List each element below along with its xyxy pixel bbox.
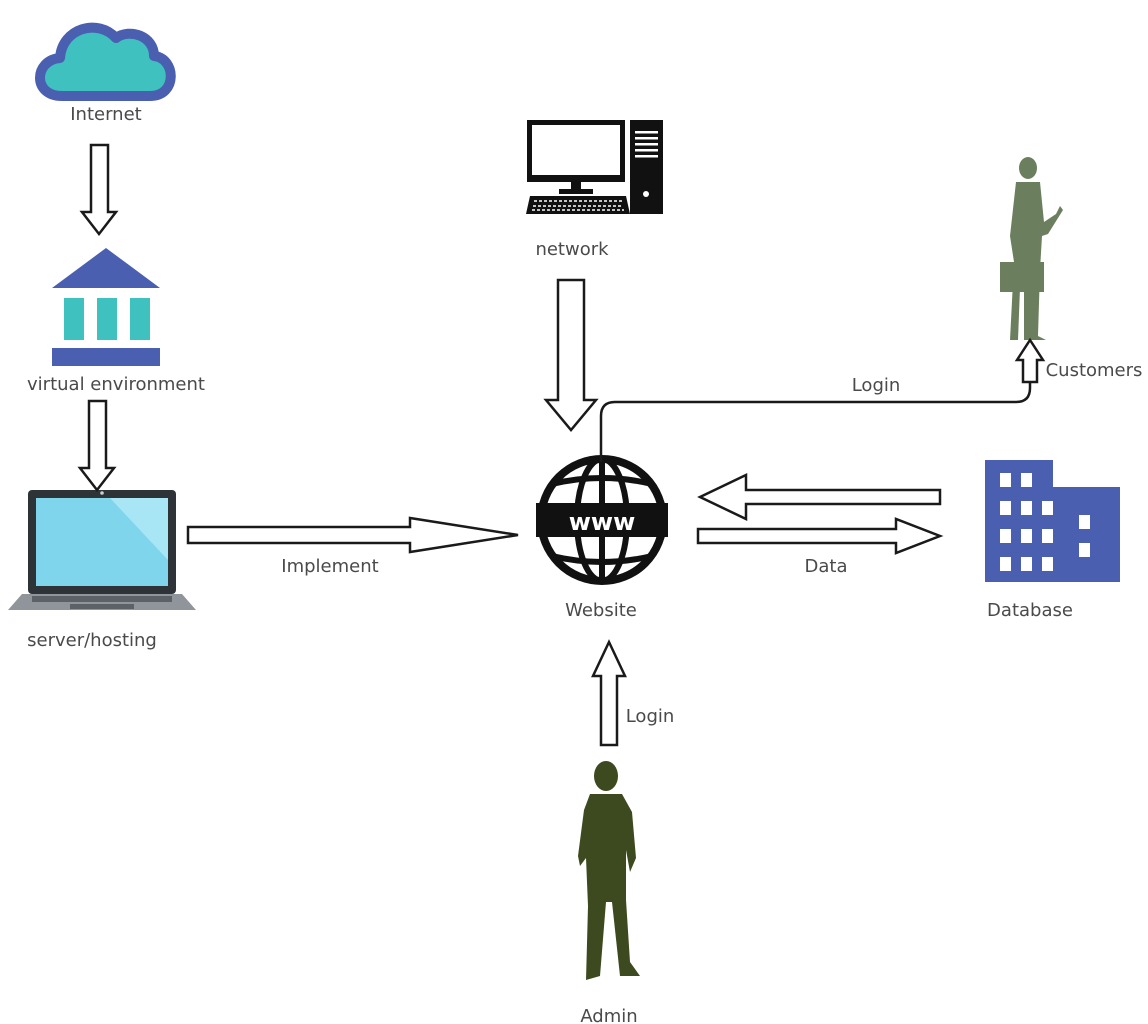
svg-text:www: www bbox=[569, 508, 636, 536]
label-server-hosting: server/hosting bbox=[27, 630, 157, 651]
arrow-website-to-database bbox=[696, 517, 944, 555]
label-data: Data bbox=[805, 556, 848, 577]
connector-customer-login bbox=[599, 382, 1032, 462]
label-customers: Customers bbox=[1046, 360, 1143, 381]
label-implement: Implement bbox=[281, 556, 378, 577]
office-building-icon bbox=[985, 460, 1120, 582]
label-admin: Admin bbox=[580, 1006, 637, 1024]
cloud-icon bbox=[35, 22, 176, 101]
label-internet: Internet bbox=[70, 104, 141, 125]
www-globe-icon: www bbox=[536, 455, 668, 585]
desktop-computer-icon bbox=[526, 120, 663, 214]
laptop-icon bbox=[8, 490, 196, 610]
label-website: Website bbox=[565, 600, 637, 621]
arrow-database-to-website bbox=[697, 473, 942, 521]
man-silhouette-icon bbox=[578, 761, 640, 980]
bank-building-icon bbox=[52, 248, 160, 366]
label-network: network bbox=[535, 239, 609, 260]
arrow-customer-login-head bbox=[1014, 337, 1046, 384]
label-virtual-environment: virtual environment bbox=[27, 374, 205, 395]
arrow-implement bbox=[186, 516, 519, 554]
arrow-network-to-website bbox=[543, 278, 599, 432]
arrow-virtual-environment-to-server bbox=[77, 399, 117, 493]
label-database: Database bbox=[987, 600, 1073, 621]
label-customer-login: Login bbox=[852, 375, 901, 396]
arrow-admin-login bbox=[591, 639, 627, 747]
label-admin-login: Login bbox=[626, 706, 675, 727]
businessman-silhouette-icon bbox=[1000, 157, 1063, 340]
arrow-internet-to-virtual-environment bbox=[79, 143, 119, 237]
